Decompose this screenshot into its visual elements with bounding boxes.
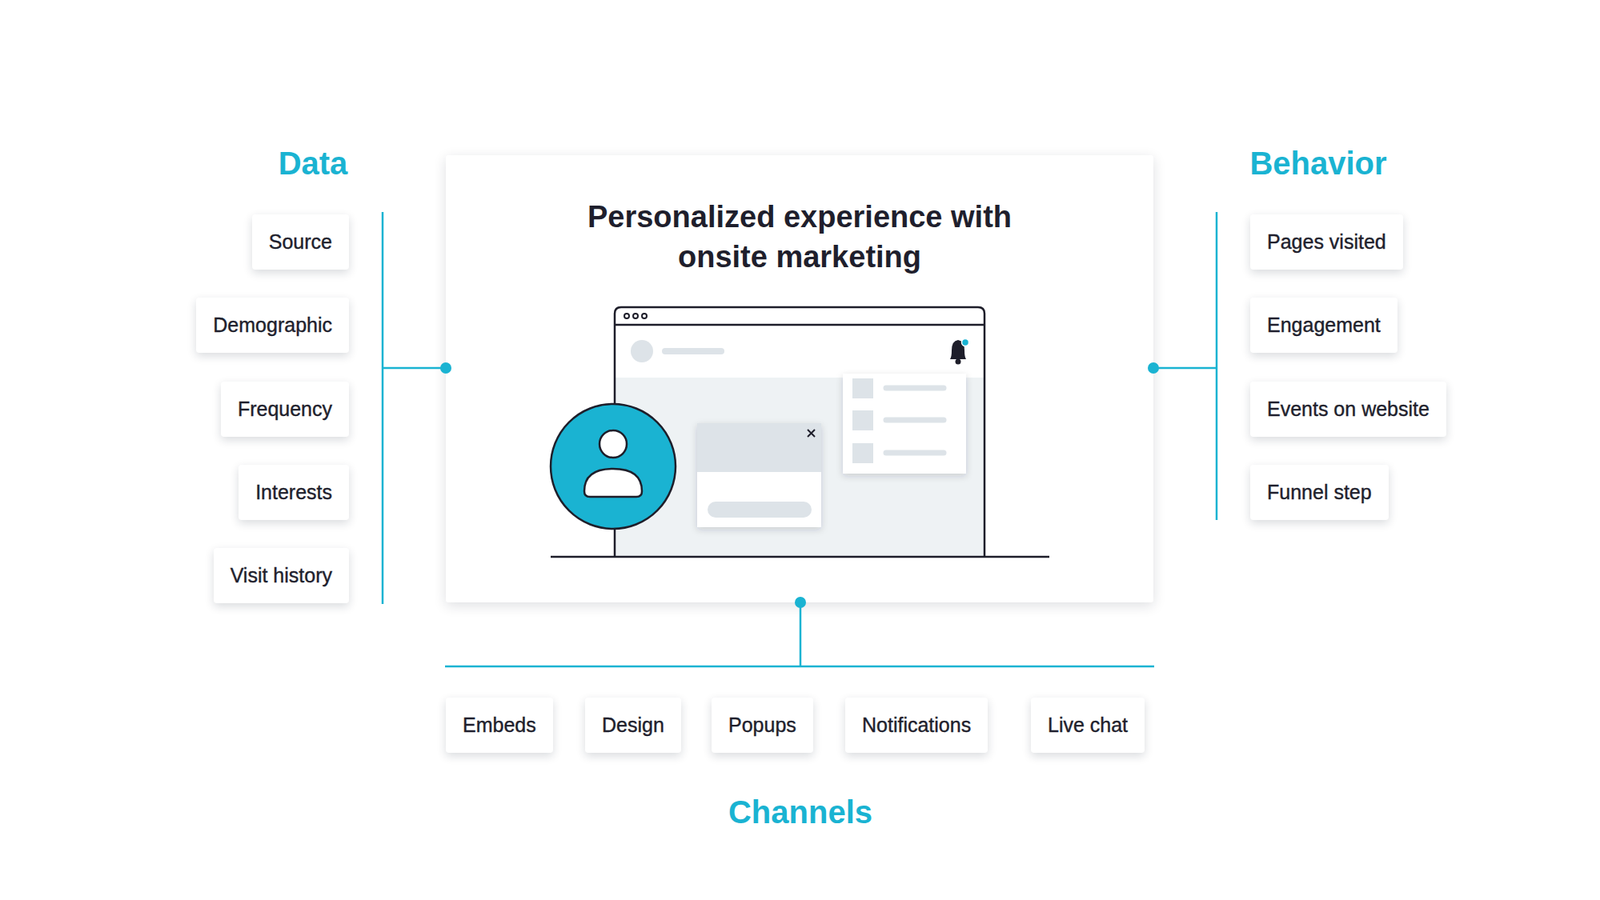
box-label: Events on website (1267, 381, 1430, 438)
box-label: Embeds (462, 697, 537, 754)
junction-dot (1147, 362, 1159, 374)
channels-bracket-stem (799, 602, 803, 667)
list-square (852, 378, 874, 399)
junction-dot (794, 597, 807, 609)
panel-title: Personalized experience with onsite mark… (583, 196, 1016, 277)
attribute-box: Engagement (1250, 297, 1398, 353)
close-icon (807, 429, 815, 438)
browser-frame (614, 307, 985, 558)
box-label: Notifications (862, 697, 971, 754)
window-dot (633, 313, 638, 319)
box-label: Source (268, 214, 333, 270)
popup-header (697, 423, 822, 473)
list-panel (842, 373, 967, 474)
bell-icon (950, 339, 970, 365)
header-bar (665, 348, 722, 355)
attribute-box: Design (585, 697, 682, 754)
box-label: Demographic (212, 297, 333, 353)
list-line (886, 450, 944, 457)
box-label: Visit history (230, 548, 333, 604)
popup-button (707, 501, 812, 518)
attribute-box: Interests (238, 465, 349, 521)
behavior-bracket (1215, 212, 1219, 521)
attribute-box: Funnel step (1250, 465, 1389, 521)
attribute-box: Events on website (1250, 381, 1447, 438)
popup-card (697, 423, 822, 528)
avatar-icon (550, 404, 676, 530)
profile-dot (630, 340, 654, 363)
box-label: Pages visited (1267, 214, 1387, 270)
channels-bracket (445, 665, 1155, 669)
attribute-box: Live chat (1030, 697, 1145, 754)
list-square (852, 410, 874, 431)
data-bracket (381, 212, 385, 605)
group-heading: Data (278, 145, 349, 182)
list-square (852, 443, 874, 464)
attribute-box: Frequency (220, 381, 349, 438)
attribute-box: Visit history (213, 548, 349, 604)
group-heading: Behavior (1249, 145, 1387, 182)
behavior-bracket-stem (1153, 367, 1217, 370)
attribute-box: Notifications (845, 697, 988, 754)
junction-dot (440, 362, 452, 374)
box-label: Interests (255, 465, 333, 521)
attribute-box: Demographic (196, 297, 349, 353)
box-label: Design (601, 697, 665, 754)
attribute-box: Popups (711, 697, 814, 754)
window-dot (624, 313, 630, 319)
box-label: Funnel step (1267, 465, 1372, 521)
attribute-box: Source (252, 214, 349, 270)
group-heading: Channels (728, 794, 873, 831)
window-dot (641, 313, 647, 319)
box-label: Popups (728, 697, 797, 754)
data-bracket-stem (382, 367, 446, 370)
browser-toolbar-line (614, 324, 985, 327)
baseline (550, 556, 1050, 559)
list-line (886, 385, 944, 392)
attribute-box: Pages visited (1250, 214, 1404, 270)
box-label: Frequency (237, 381, 333, 438)
box-label: Live chat (1047, 697, 1128, 754)
attribute-box: Embeds (445, 697, 554, 754)
browser-fill (614, 307, 985, 558)
box-label: Engagement (1267, 297, 1381, 353)
list-line (886, 417, 944, 424)
